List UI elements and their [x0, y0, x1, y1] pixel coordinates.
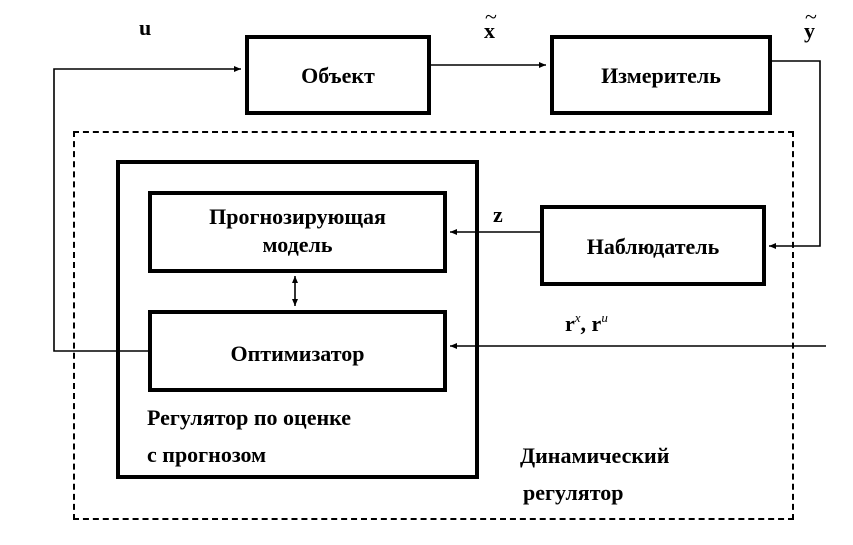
regulator-block: [116, 160, 479, 479]
x-signal-label: x: [484, 4, 497, 44]
predictive-model-block[interactable]: Прогнозирующая модель: [148, 191, 447, 273]
x-tilde-symbol: x: [484, 4, 497, 44]
predictive-model-label-line1: Прогнозирующая: [209, 204, 386, 229]
regulator-label-line2: с прогнозом: [147, 442, 267, 467]
y-tilde-symbol: y: [804, 4, 817, 44]
observer-block[interactable]: Наблюдатель: [540, 205, 766, 286]
dynamic-regulator-label-line2: регулятор: [523, 480, 624, 505]
r-x-sup: x: [574, 310, 581, 325]
predictive-model-label-line2: модель: [262, 232, 333, 257]
observer-label: Наблюдатель: [586, 234, 720, 259]
dynamic-regulator-boundary: [73, 131, 794, 520]
u-signal-line: [53, 66, 241, 352]
meter-block[interactable]: Измеритель: [550, 35, 772, 115]
z-signal-label: z: [493, 202, 503, 227]
y-signal-line: [769, 60, 821, 249]
regulator-label-line1: Регулятор по оценке: [147, 405, 352, 430]
r-u-sup: u: [601, 310, 608, 325]
dynamic-regulator-label-line1: Динамический: [520, 443, 670, 468]
optimizer-label: Оптимизатор: [230, 341, 365, 366]
r-x-base: r: [565, 311, 575, 336]
object-block[interactable]: Объект: [245, 35, 431, 115]
meter-label: Измеритель: [601, 63, 721, 88]
u-signal-label: u: [139, 15, 152, 40]
object-label: Объект: [301, 63, 375, 88]
y-signal-label: y: [804, 4, 817, 44]
optimizer-block[interactable]: Оптимизатор: [148, 310, 447, 392]
reference-signal-label: rx, ru: [565, 305, 608, 337]
r-u-base: r: [591, 311, 602, 336]
r-separator: ,: [580, 311, 592, 336]
